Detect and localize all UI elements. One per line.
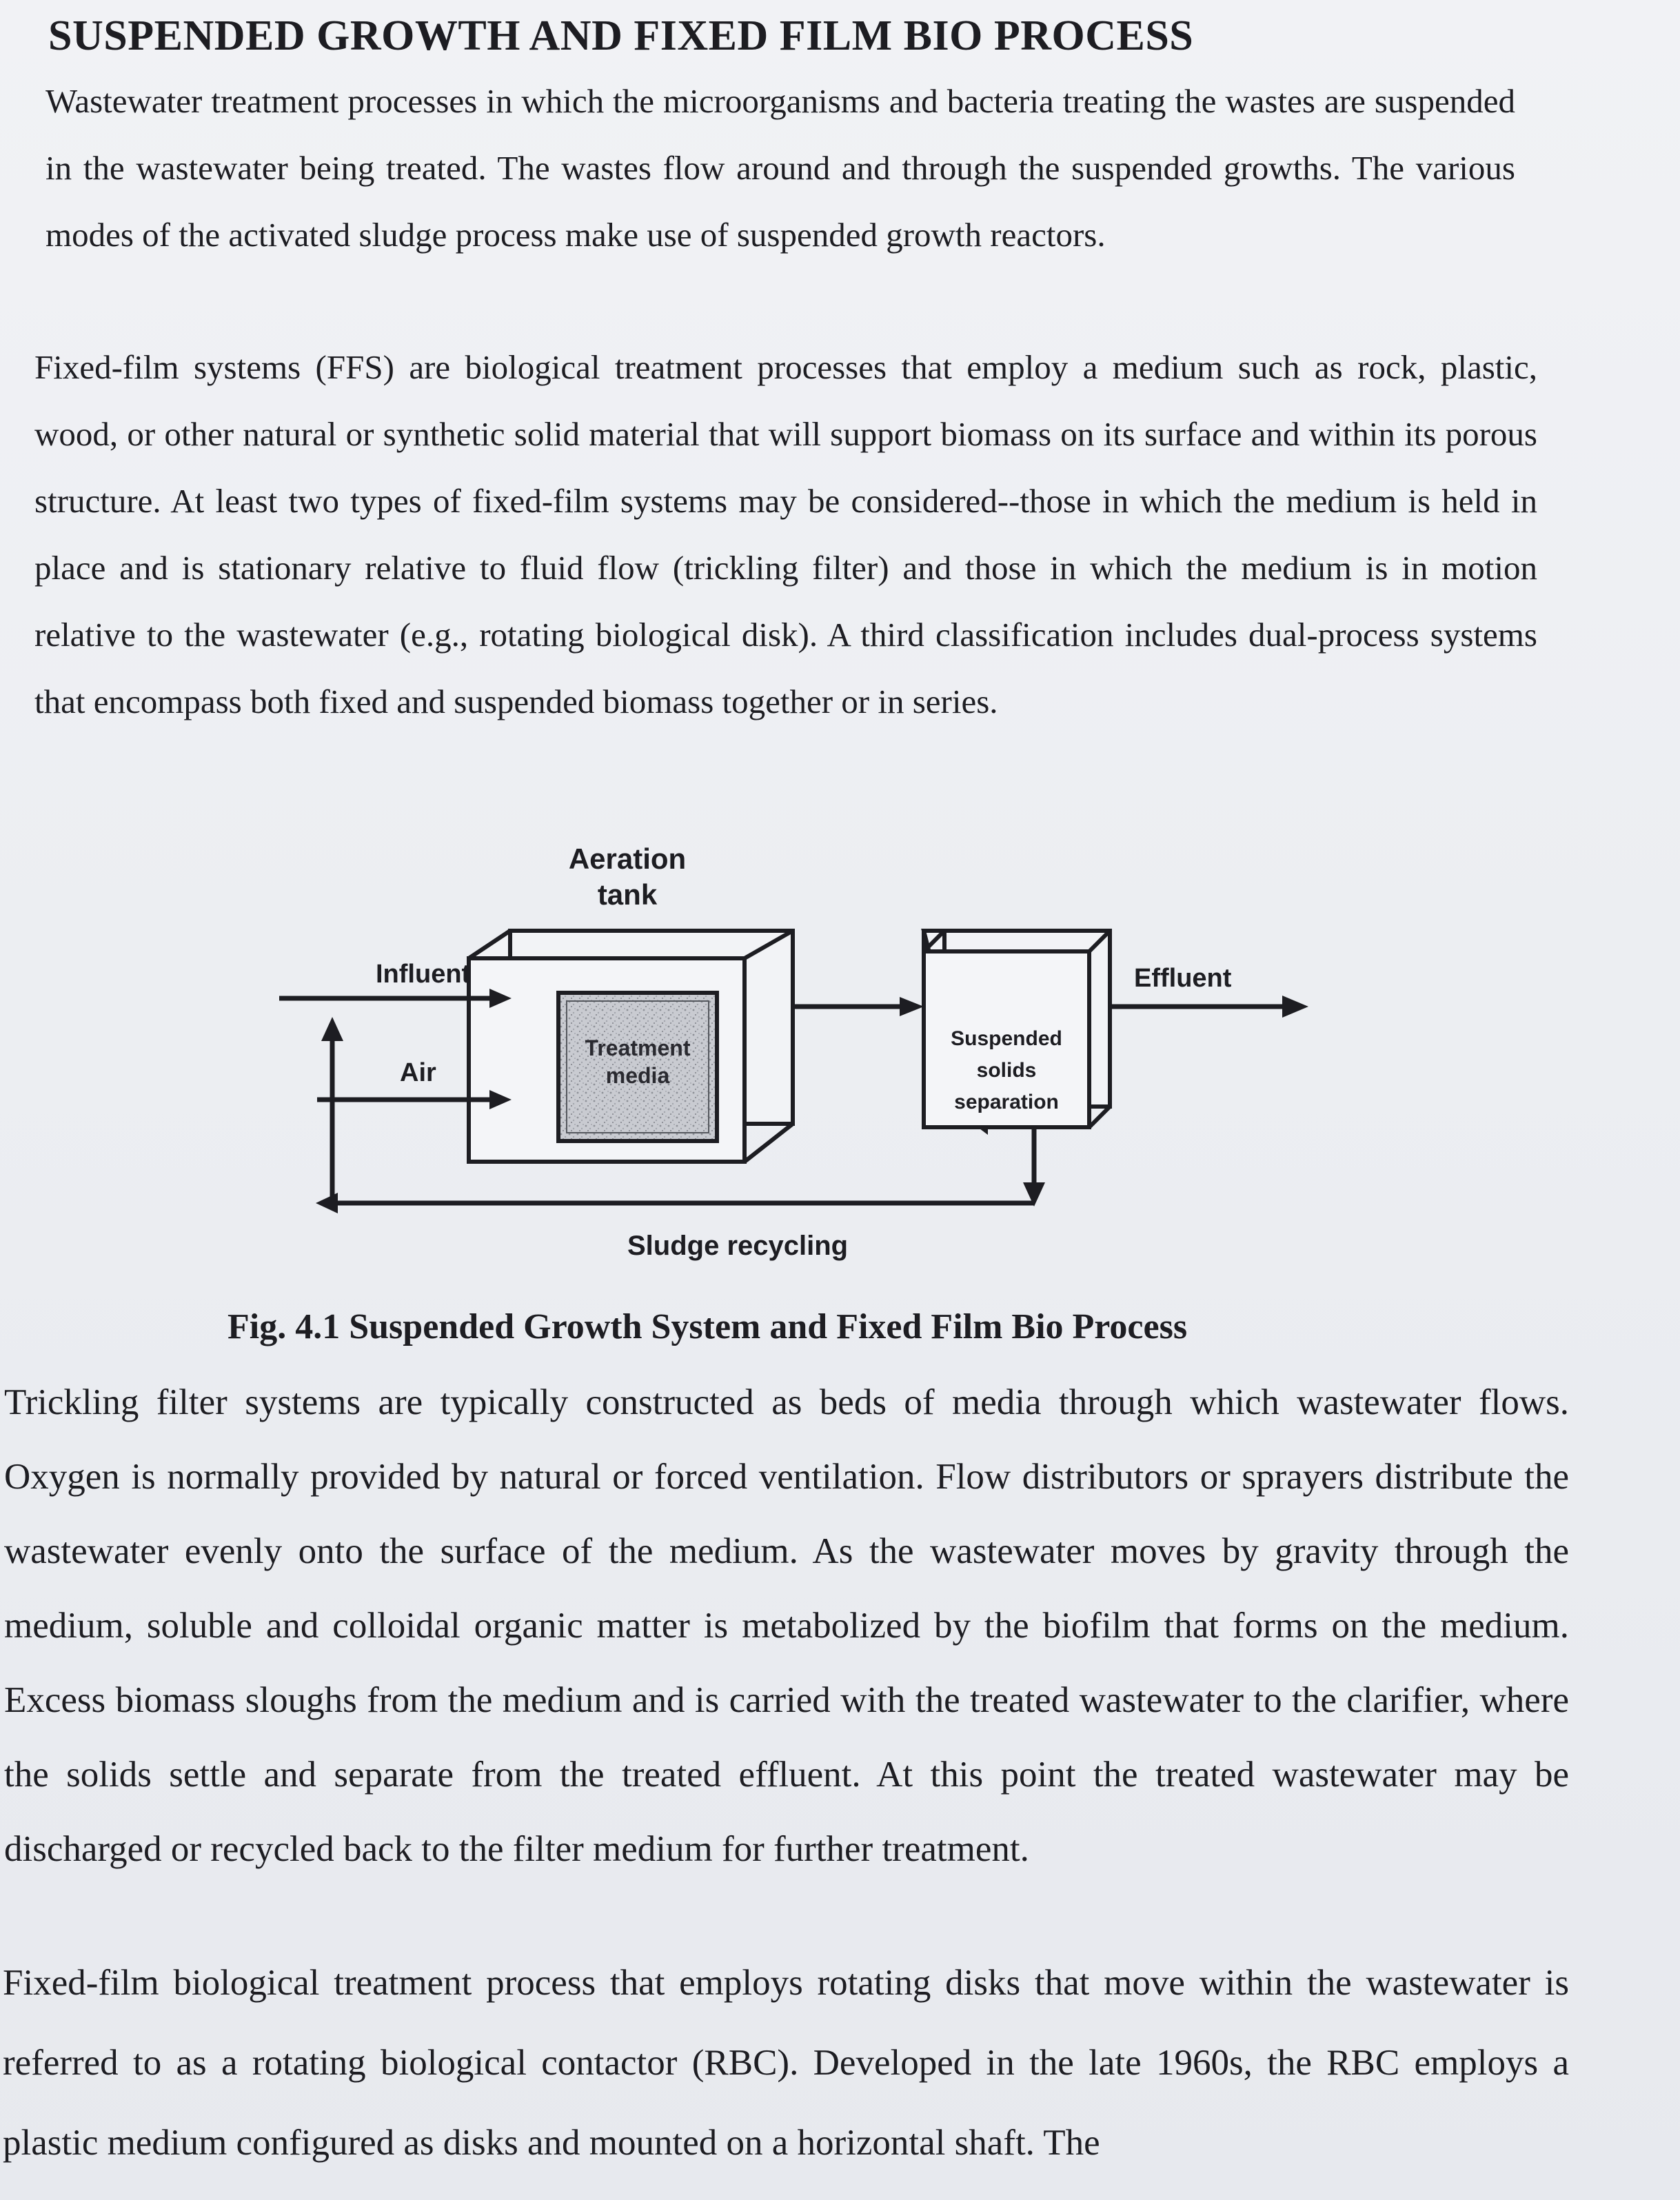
paragraph-trickling-filter: Trickling filter systems are typically c… xyxy=(4,1382,1569,1869)
solids-separator xyxy=(921,929,1112,1135)
paragraph-rbc: Fixed-film biological treatment process … xyxy=(3,1963,1569,2163)
effluent-label: Effluent xyxy=(1134,964,1232,993)
treatment-media-label-line1: Treatment xyxy=(585,1036,691,1060)
separator-label-line3: separation xyxy=(954,1091,1059,1113)
separator-label: Suspended solids separation xyxy=(925,1023,1088,1118)
influent-arrow xyxy=(279,989,512,1008)
air-arrow xyxy=(317,1090,512,1109)
section-heading: SUSPENDED GROWTH AND FIXED FILM BIO PROC… xyxy=(48,12,1194,59)
treatment-media-label: Treatment media xyxy=(569,1034,707,1089)
tank-to-separator-arrow xyxy=(793,997,924,1016)
aeration-tank-label-line1: Aeration xyxy=(568,842,687,875)
treatment-media-label-line2: media xyxy=(605,1063,670,1088)
aeration-tank xyxy=(467,929,795,1164)
paragraph-fixed-film-systems: Fixed-film systems (FFS) are biological … xyxy=(34,348,1537,720)
sludge-recycling-label: Sludge recycling xyxy=(627,1231,849,1261)
aeration-tank-label: Aeration tank xyxy=(565,841,689,913)
influent-label: Influent xyxy=(376,960,471,989)
separator-label-line2: solids xyxy=(976,1059,1037,1082)
process-flow-diagram: Aeration tank Influent Air Treatment med… xyxy=(262,834,1310,1289)
effluent-arrow xyxy=(1110,996,1308,1018)
paragraph-suspended-growth: Wastewater treatment processes in which … xyxy=(45,82,1515,254)
figure-caption: Fig. 4.1 Suspended Growth System and Fix… xyxy=(227,1307,1188,1346)
diagram-drawing xyxy=(279,929,1308,1213)
sludge-recycling-loop xyxy=(316,1017,1045,1213)
treatment-media-block xyxy=(556,991,719,1143)
aeration-tank-label-line2: tank xyxy=(597,878,658,911)
separator-label-line1: Suspended xyxy=(951,1027,1062,1050)
air-label: Air xyxy=(400,1058,436,1087)
